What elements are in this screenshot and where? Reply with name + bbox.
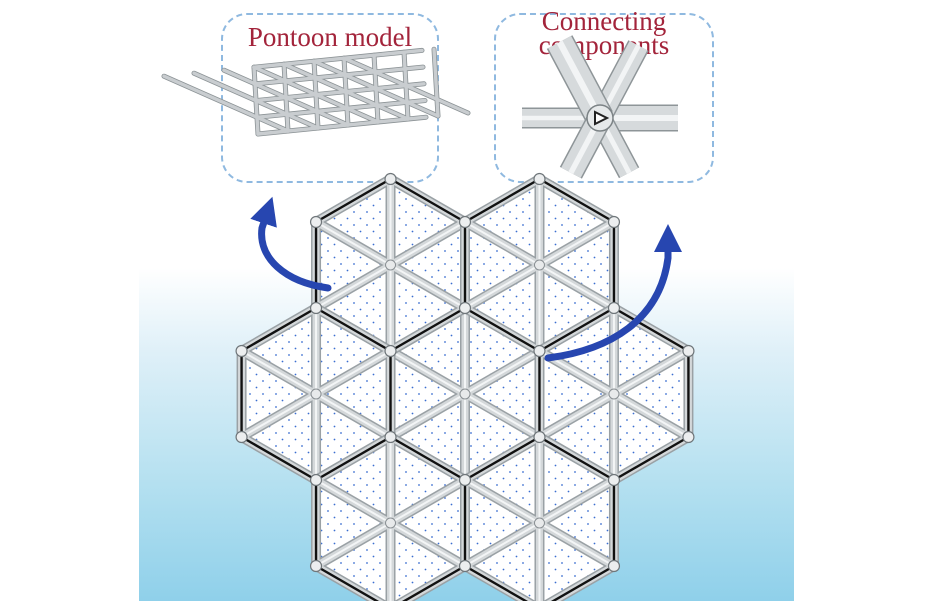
connector-node [384,344,397,358]
connector-node [384,430,397,444]
connector-node [682,430,695,444]
connector-node [384,172,397,186]
connector-node [309,215,323,229]
center-node [533,517,545,529]
center-node [385,259,397,271]
connector-node [607,301,621,315]
connector-node [235,430,248,444]
connector-joint-model [522,35,678,179]
left-curved-arrow [250,196,332,292]
connector-node [533,430,546,444]
hexagon-pontoon-cluster [235,172,695,601]
hexagon-pontoon-module [460,432,619,601]
connector-node [458,559,472,573]
connector-node [533,172,546,186]
center-node [608,388,620,400]
lattice-tube [162,47,470,136]
connector-node [458,215,472,229]
pontoon-model-title: Pontoon model [247,22,413,52]
connector-node [607,559,621,573]
connector-node [607,215,621,229]
connector-node [235,344,248,358]
connector-node [607,473,621,487]
right-curved-arrow [544,224,682,362]
connector-node [309,559,323,573]
center-node [459,388,471,400]
connector-hub-triangle [594,110,610,126]
connector-node [309,473,323,487]
connector-node [682,344,695,358]
connector-arm-highlight [556,40,603,120]
hexagon-pontoon-module [311,432,470,601]
connector-node [458,473,472,487]
connector-node [533,344,546,358]
center-node [310,388,322,400]
hexagon-pontoon-module [460,174,619,356]
connector-node [309,301,323,315]
connector-node [458,301,472,315]
center-node [385,517,397,529]
center-node [533,259,545,271]
pontoon-lattice-model [161,46,471,137]
